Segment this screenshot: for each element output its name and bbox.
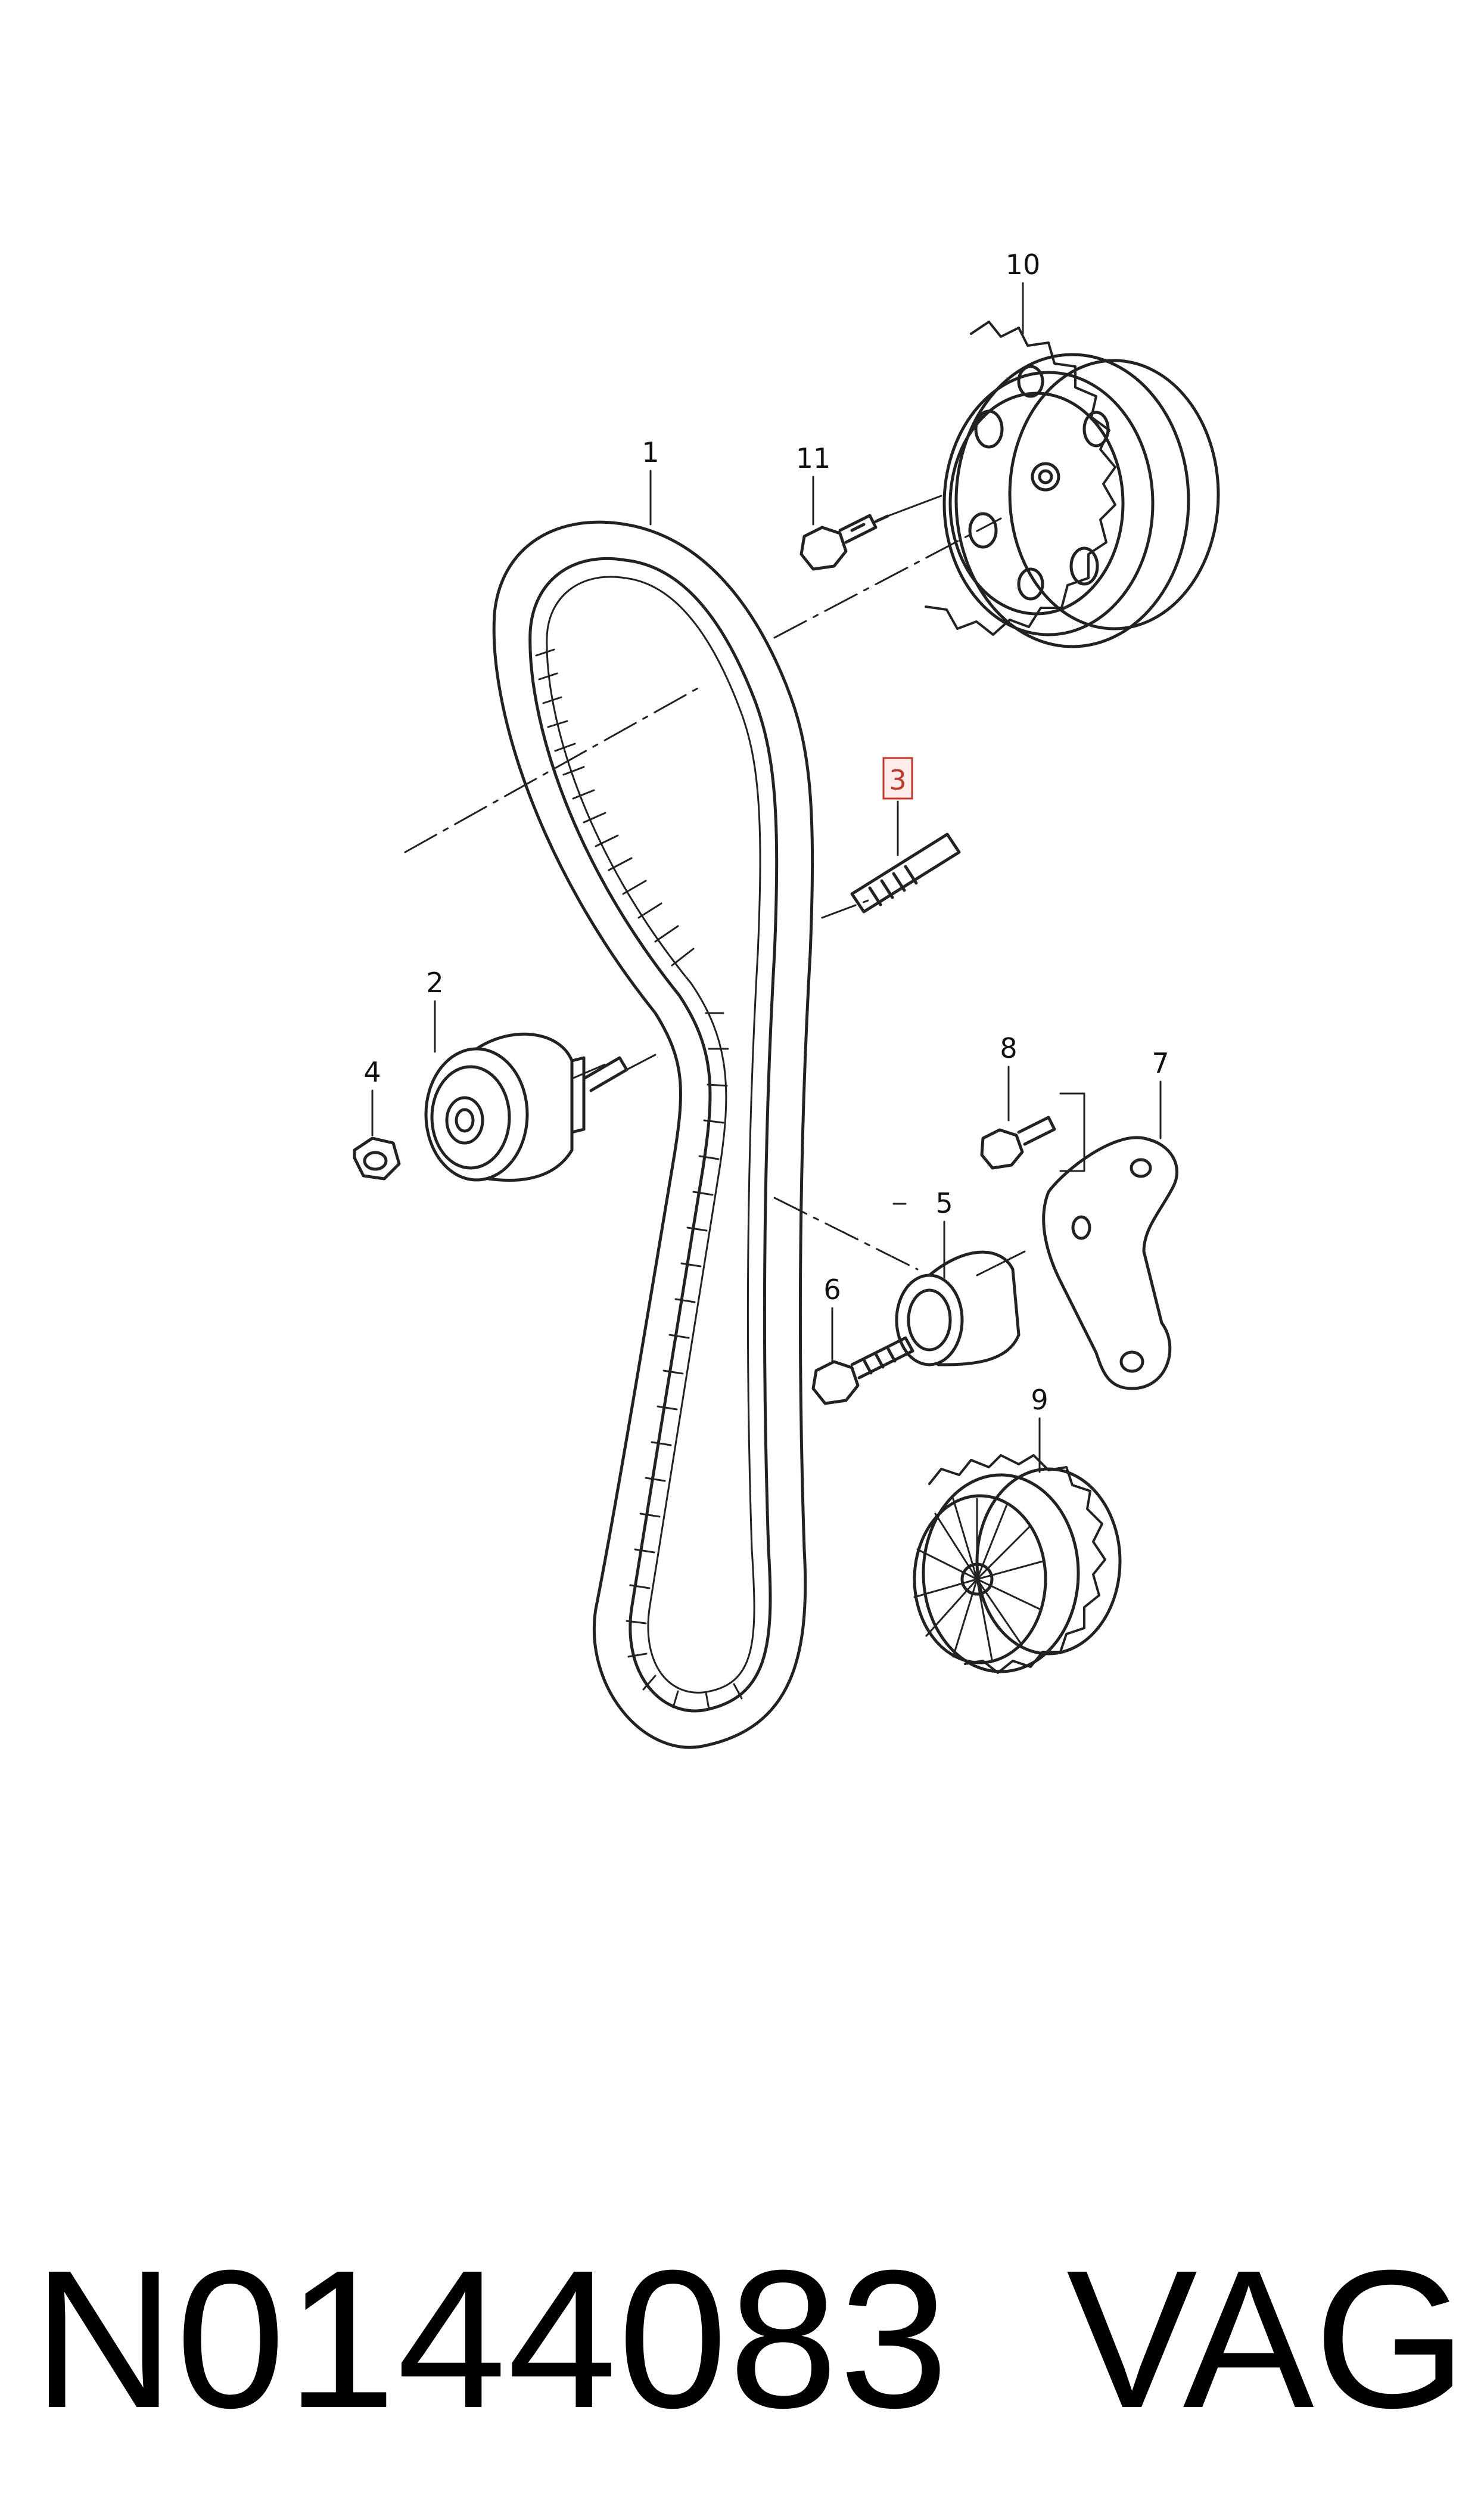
timing-belt [492,520,814,1749]
leader-lines [371,282,1162,1473]
part-number: N0144083 [33,2229,950,2449]
center-lines [404,517,1002,1271]
bolt-11 [799,495,942,571]
callout-1: 1 [642,436,659,468]
callout-7: 7 [1152,1047,1169,1079]
crankshaft-sprocket [913,1454,1122,1674]
callout-11: 11 [796,442,831,474]
callout-5: 5 [935,1187,953,1219]
callout-9: 9 [1031,1384,1048,1416]
tensioner-roller-2 [424,1032,657,1182]
timing-belt-exploded-diagram: 1 2 3 4 5 6 7 8 9 10 11 [353,249,1220,1749]
bolt-6 [811,1336,914,1405]
callout-6: 6 [823,1274,841,1306]
callout-3: 3 [889,764,906,796]
camshaft-sprocket [925,321,1220,648]
callout-3-highlight-box [882,757,913,800]
bracket-7 [1042,1136,1179,1390]
idler-roller-5 [895,1250,1026,1366]
bolt-8 [980,1092,1085,1172]
callout-10: 10 [1006,249,1041,281]
callout-4: 4 [363,1056,381,1088]
brand-label: VAG [1066,2229,1467,2449]
footer: N0144083 VAG [0,2241,1484,2437]
stud-3 [850,833,961,914]
callout-8: 8 [1000,1032,1017,1064]
callout-2: 2 [426,967,443,999]
nut-4 [353,1136,401,1181]
